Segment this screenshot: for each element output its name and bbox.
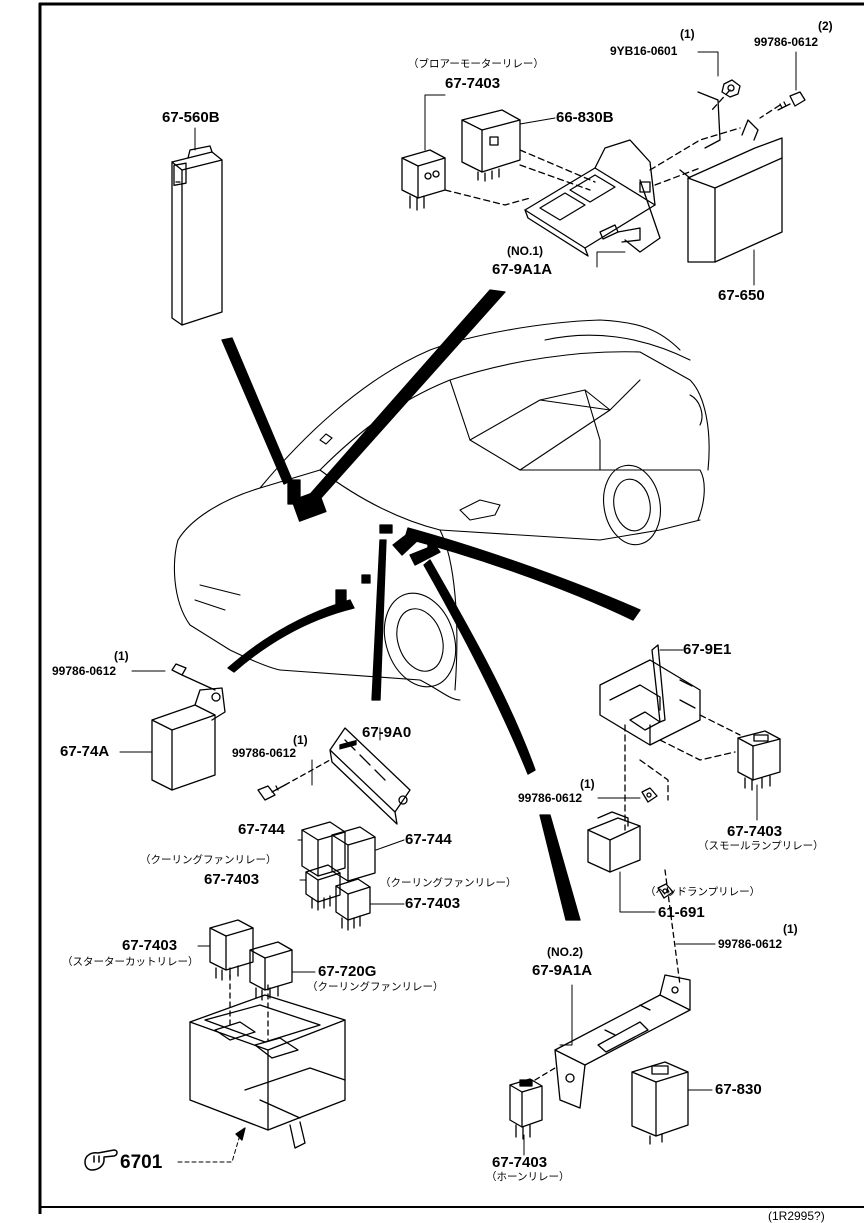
label-67-9A1A-bottom: 67-9A1A	[532, 962, 593, 979]
label-67-830: 67-830	[715, 1081, 762, 1098]
relay-67-7403-small-lamp	[737, 730, 781, 791]
bolt-99786-mid	[257, 759, 331, 801]
bolt-99786-rbot	[657, 883, 674, 899]
label-cooling-fan-relay-jp-2: （クーリングファンリレー）	[380, 877, 517, 889]
label-67-9A1A-top: 67-9A1A	[492, 261, 553, 278]
relay-61-691	[587, 811, 641, 873]
relay-67-7403-blower	[401, 149, 446, 211]
label-no2: (NO.2)	[547, 945, 583, 959]
relay-67-830	[631, 1061, 689, 1145]
label-67-7403-small-lamp: 67-7403	[727, 823, 783, 840]
label-cooling-fan-relay-jp-1: （クーリングファンリレー）	[140, 854, 277, 866]
label-no1: (NO.1)	[507, 244, 543, 258]
qty-left: (1)	[114, 649, 129, 663]
relays-67-744	[301, 739, 376, 882]
frame	[38, 2, 864, 1214]
car-body	[173, 319, 710, 701]
leader-lines	[119, 51, 797, 1163]
label-99786-0612-top: 99786-0612	[754, 35, 819, 49]
qty-mid: (1)	[293, 733, 308, 747]
unit-67-74A	[151, 663, 226, 791]
relay-67-7403-starter	[209, 919, 254, 981]
label-67-9E1: 67-9E1	[683, 641, 732, 658]
relay-66-830B	[461, 109, 521, 182]
nut-9YB16	[721, 79, 741, 98]
label-blower-relay-jp: （ブロアーモーターリレー）	[408, 58, 544, 70]
label-head-lamp-relay-jp: （ヘッドランプリレー）	[645, 886, 761, 898]
label-67-74A: 67-74A	[60, 743, 110, 760]
label-99786-0612-left: 99786-0612	[52, 664, 117, 678]
relay-67-720G	[249, 941, 293, 1001]
bolt-99786-rmid	[641, 787, 658, 803]
label-66-830B: 66-830B	[556, 109, 614, 126]
footer-code: (1R2995?)	[768, 1209, 825, 1223]
label-starter-cut-relay-jp: （スターターカットリレー）	[62, 956, 199, 968]
qty-rmid: (1)	[580, 777, 595, 791]
label-6701: 6701	[120, 1152, 163, 1173]
label-small-lamp-relay-jp: （スモールランプリレー）	[698, 840, 824, 852]
bracket-67-9A1A-no2	[554, 974, 691, 1109]
label-67-7403-cooling-left: 67-7403	[204, 871, 260, 888]
label-horn-relay-jp: （ホーンリレー）	[486, 1171, 570, 1183]
label-99786-0612-mid: 99786-0612	[232, 746, 297, 760]
label-99786-0612-rbot: 99786-0612	[718, 937, 783, 951]
label-67-744-left: 67-744	[238, 821, 285, 838]
fuse-box-6701	[189, 994, 346, 1149]
bracket-67-9A1A-no1	[524, 139, 661, 257]
arrow-head-6701	[235, 1127, 246, 1141]
qty-rbot: (1)	[783, 922, 798, 936]
label-67-9A0: 67-9A0	[362, 724, 412, 741]
label-67-720G: 67-720G	[318, 963, 377, 980]
qty-blower: (1)	[680, 27, 695, 41]
pointer-bands	[221, 289, 641, 921]
dashed-fuse-leaders	[229, 974, 269, 1041]
label-67-560B: 67-560B	[162, 109, 220, 126]
unit-67-650	[679, 91, 783, 263]
bracket-67-9E1	[599, 644, 701, 746]
label-67-650: 67-650	[718, 287, 765, 304]
label-67-7403-horn: 67-7403	[492, 1154, 548, 1171]
bolt-99786-top	[777, 91, 806, 111]
label-61-691: 61-691	[658, 904, 705, 921]
relay-67-560B	[171, 145, 223, 326]
label-cooling-fan-relay-jp-3: （クーリングファンリレー）	[307, 981, 444, 993]
label-9YB16-0601: 9YB16-0601	[610, 44, 678, 58]
label-67-744-right: 67-744	[405, 831, 452, 848]
bracket-67-9A0	[329, 727, 411, 825]
qty-2: (2)	[818, 19, 833, 33]
label-67-7403-starter: 67-7403	[122, 937, 178, 954]
dashed-leaders-top	[444, 89, 781, 206]
label-67-7403-top: 67-7403	[445, 75, 501, 92]
label-99786-0612-rmid: 99786-0612	[518, 791, 583, 805]
hand-pointer-icon	[84, 1149, 118, 1171]
relay-67-7403-horn	[509, 1078, 543, 1140]
relays-cooling-67-7403	[305, 864, 371, 931]
label-67-7403-cooling-right: 67-7403	[405, 895, 461, 912]
dashed-no2-leaders	[534, 869, 681, 1081]
dashed-leaders-9E1	[624, 714, 741, 831]
